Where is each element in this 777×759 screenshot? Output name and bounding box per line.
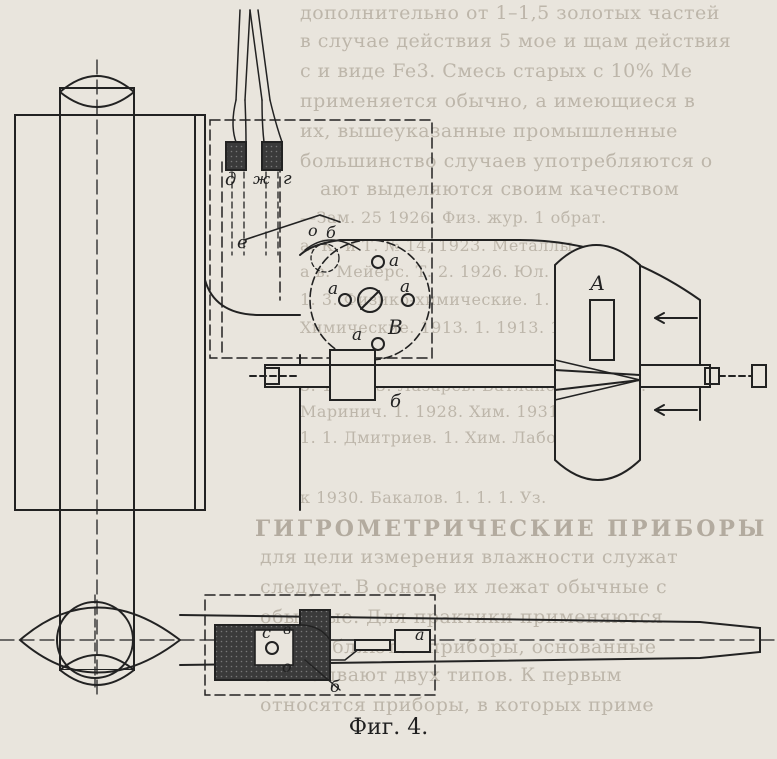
label-b-lower: б bbox=[330, 677, 340, 696]
label-zh: ж bbox=[253, 170, 270, 188]
lower-section-view bbox=[0, 594, 777, 696]
background-text-line: Они бывают двух типов. К первым bbox=[260, 664, 622, 686]
label-a-left: а bbox=[328, 279, 338, 299]
background-text-line: 1. 1. Дмитриев. 1. Хим. Лабор. bbox=[300, 428, 573, 447]
background-heading: ГИГРОМЕТРИЧЕСКИЕ ПРИБОРЫ bbox=[255, 516, 768, 542]
background-text-line: большинство случаев употребляются о bbox=[300, 150, 713, 172]
label-a-top: а bbox=[389, 251, 399, 271]
background-text-line: относятся приборы, в которых приме bbox=[260, 694, 655, 716]
background-text-line: ают выделяются своим качеством bbox=[320, 178, 680, 200]
label-b-shaft: б bbox=[390, 391, 402, 412]
label-d: д bbox=[225, 169, 236, 190]
figure-caption: Фиг. 4. bbox=[348, 715, 429, 740]
label-B: В bbox=[387, 315, 403, 339]
frame-body bbox=[14, 114, 701, 511]
label-o-lower: о bbox=[282, 657, 292, 676]
label-a-lower: а bbox=[415, 625, 425, 644]
label-v: в bbox=[283, 622, 291, 638]
background-text-line: для цели измерения влажности служат bbox=[260, 546, 679, 568]
rotary-disk bbox=[304, 239, 431, 361]
drawing-labels: д ж г е о б а а а а В б А с в а о б bbox=[225, 169, 605, 696]
background-text-line: их, вышеуказанные промышленные bbox=[300, 120, 678, 142]
vane-a bbox=[554, 244, 698, 481]
background-text-line: —Зам. 25 1926. Физ. жур. 1 обрат. bbox=[300, 208, 607, 227]
label-a-bottom: а bbox=[352, 325, 362, 345]
background-text-line: в случае действия 5 мое и щам действия bbox=[300, 30, 732, 52]
background-text-line: следует. В основе их лежат обычные с bbox=[260, 576, 668, 598]
vertical-pipe bbox=[59, 59, 135, 701]
label-c: с bbox=[262, 623, 271, 642]
background-text-line: с и виде Fe3. Смесь старых с 10% Ме bbox=[300, 60, 693, 82]
background-text-line: к 1930. Бакалов. 1. 1. 1. Уз. bbox=[300, 488, 547, 507]
background-text-line: обычные. Для практики применяются bbox=[260, 606, 664, 628]
background-text-line: Химические. 1913. 1. 1913. 1926. bbox=[300, 318, 599, 337]
label-a-right: а bbox=[400, 277, 410, 297]
label-e: е bbox=[237, 232, 248, 253]
background-text-line: дополнительно от 1–1,5 золотых частей bbox=[300, 2, 720, 24]
label-g: г bbox=[283, 169, 292, 189]
label-A: А bbox=[588, 271, 605, 295]
dashed-housing bbox=[209, 119, 433, 359]
label-b: б bbox=[326, 223, 336, 242]
background-text-line: применяется обычно, а имеющиеся в bbox=[300, 90, 696, 112]
label-o: о bbox=[308, 221, 318, 240]
tube-fittings bbox=[225, 9, 341, 256]
background-text-line: 1. 3. Физико-химические. 1. Т. 1. bbox=[300, 290, 595, 309]
background-text-line: Маринич. 1. 1928. Хим. 1931. 1930 Z. bbox=[300, 402, 636, 421]
